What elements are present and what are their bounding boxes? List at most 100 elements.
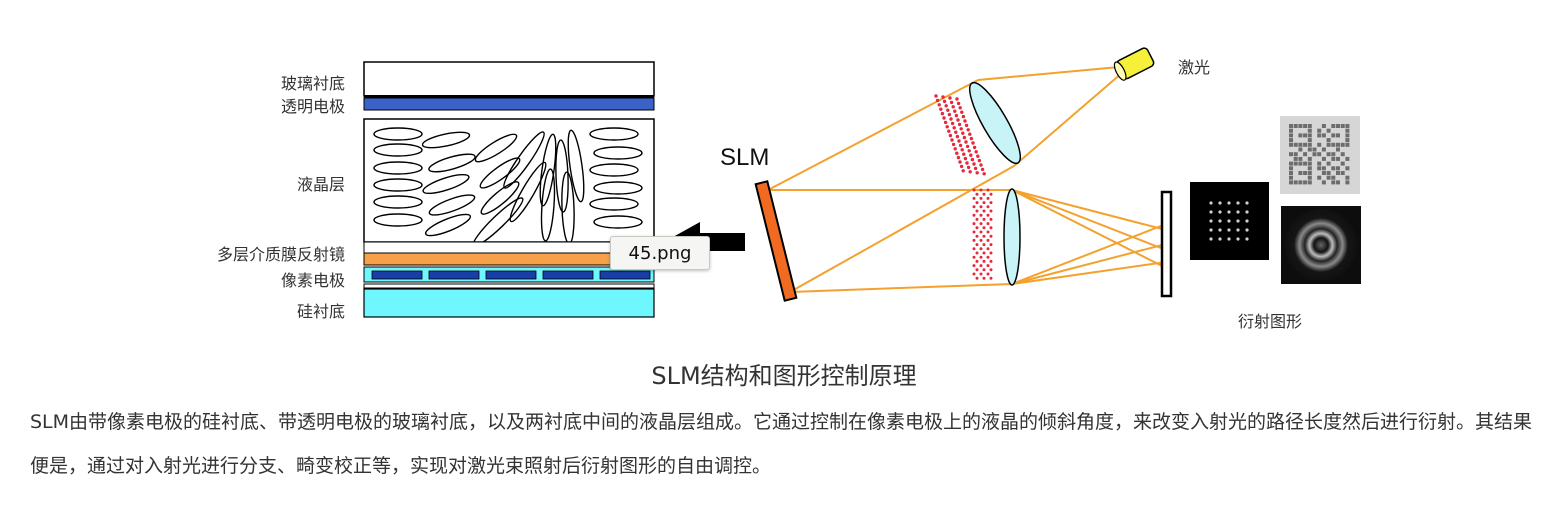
diffraction-dot [1209, 201, 1213, 205]
wavefront-dot [961, 114, 966, 119]
wavefront-dot [972, 222, 976, 226]
lc-molecule [428, 153, 476, 173]
layer-stack [363, 61, 655, 318]
diffraction-dot [1245, 219, 1249, 223]
qr-cell [1293, 156, 1298, 161]
qr-cell [1303, 171, 1308, 175]
wavefront-dot [979, 272, 983, 276]
lc-molecule [567, 129, 585, 203]
liquid-crystal-layer [363, 118, 655, 243]
lc-molecule [480, 181, 520, 215]
lc-molecule [428, 194, 476, 216]
diffraction-dot [1227, 219, 1231, 223]
lc-molecule [589, 127, 639, 141]
wavefront-dot [949, 100, 954, 105]
wavefront-dot [941, 95, 945, 99]
pixel-electrodes [371, 270, 651, 280]
wavefront-dot [972, 205, 976, 209]
wavefront-dot [953, 109, 957, 113]
wavefront-dot [975, 251, 979, 255]
wavefront-dot [979, 163, 983, 167]
dark-line-layer [364, 95, 654, 98]
label-silicon-substrate: 硅衬底 [297, 302, 345, 321]
wavefront-dot [972, 188, 976, 192]
wavefront-dot [950, 138, 954, 142]
wavefront-dot [982, 259, 986, 263]
wavefront-dot [986, 255, 990, 259]
wavefront-dot [961, 169, 965, 173]
wavefront-dot [989, 243, 993, 247]
wavefront-dot [977, 158, 982, 163]
wavefront-dot [976, 154, 980, 158]
wavefront-dot [986, 222, 990, 226]
qr-cell [1317, 152, 1322, 157]
qr-cell [1303, 124, 1308, 128]
projection-screen [1160, 190, 1173, 298]
label-liquid-crystal: 液晶层 [297, 175, 345, 194]
wavefront-dot [975, 276, 979, 280]
lc-molecule [421, 131, 471, 149]
lc-molecule [593, 215, 643, 229]
qr-cell [1331, 133, 1336, 138]
qr-cell [1321, 180, 1326, 185]
wavefront-dot [975, 268, 979, 272]
qr-cell [1340, 124, 1345, 128]
wavefront-dot [970, 157, 975, 162]
wavefront-dot [957, 122, 962, 127]
lc-molecule [539, 133, 557, 207]
pixel-electrode-cell [599, 270, 651, 280]
wavefront-dot [966, 165, 971, 170]
qr-cell [1317, 161, 1322, 166]
wavefront-dot [968, 132, 972, 136]
slm-panel [754, 180, 798, 302]
diffraction-dot [1209, 237, 1213, 241]
wavefront-dot [947, 112, 952, 117]
qr-cell [1345, 128, 1350, 133]
wavefront-dot [934, 94, 938, 98]
qr-cell [1317, 175, 1322, 180]
qr-cell [1326, 161, 1331, 166]
wavefront-dot [942, 116, 946, 120]
qr-cell [1293, 180, 1298, 185]
lc-molecule [373, 178, 423, 192]
wavefront-dot [959, 127, 963, 131]
qr-cell [1331, 156, 1336, 161]
qr-cell [1289, 124, 1293, 128]
qr-cell [1298, 161, 1303, 166]
wavefront-dot [986, 196, 990, 200]
lc-molecule [373, 213, 423, 227]
qr-cell [1293, 161, 1298, 166]
diffraction-dot [1236, 201, 1240, 205]
qr-cell [1303, 161, 1308, 166]
qr-cell [1298, 142, 1303, 147]
lc-molecule [503, 131, 545, 189]
qr-cell [1345, 138, 1350, 143]
wavefront-dot [943, 120, 948, 125]
qr-cell [1312, 152, 1317, 157]
wavefront-dot [972, 196, 976, 200]
wavefront-dot [979, 255, 983, 259]
lc-molecule [474, 133, 518, 163]
wavefront-dot [986, 205, 990, 209]
wavefront-dot [989, 217, 993, 221]
label-glass-substrate: 玻璃衬底 [281, 74, 345, 93]
description-paragraph: SLM由带像素电极的硅衬底、带透明电极的玻璃衬底，以及两衬底中间的液晶层组成。它… [30, 411, 1533, 477]
lc-molecule [373, 161, 423, 175]
qr-cell [1326, 138, 1331, 143]
qr-cell [1336, 124, 1340, 128]
diffraction-dot [1245, 228, 1249, 232]
qr-cell [1289, 128, 1293, 133]
diffraction-dot [1218, 210, 1222, 214]
wavefront-dot [989, 251, 993, 255]
wavefront-dot [982, 226, 986, 230]
qr-cell [1317, 166, 1322, 171]
qr-cell [1317, 128, 1322, 133]
diffraction-dot [1236, 210, 1240, 214]
transparent-electrode-layer [363, 97, 655, 111]
wavefront-dot [975, 234, 979, 238]
qr-cell [1289, 166, 1293, 171]
qr-cell [1331, 142, 1336, 147]
wavefront-dot [956, 118, 960, 122]
wavefront-dot [972, 145, 977, 150]
qr-cell [1336, 171, 1340, 175]
